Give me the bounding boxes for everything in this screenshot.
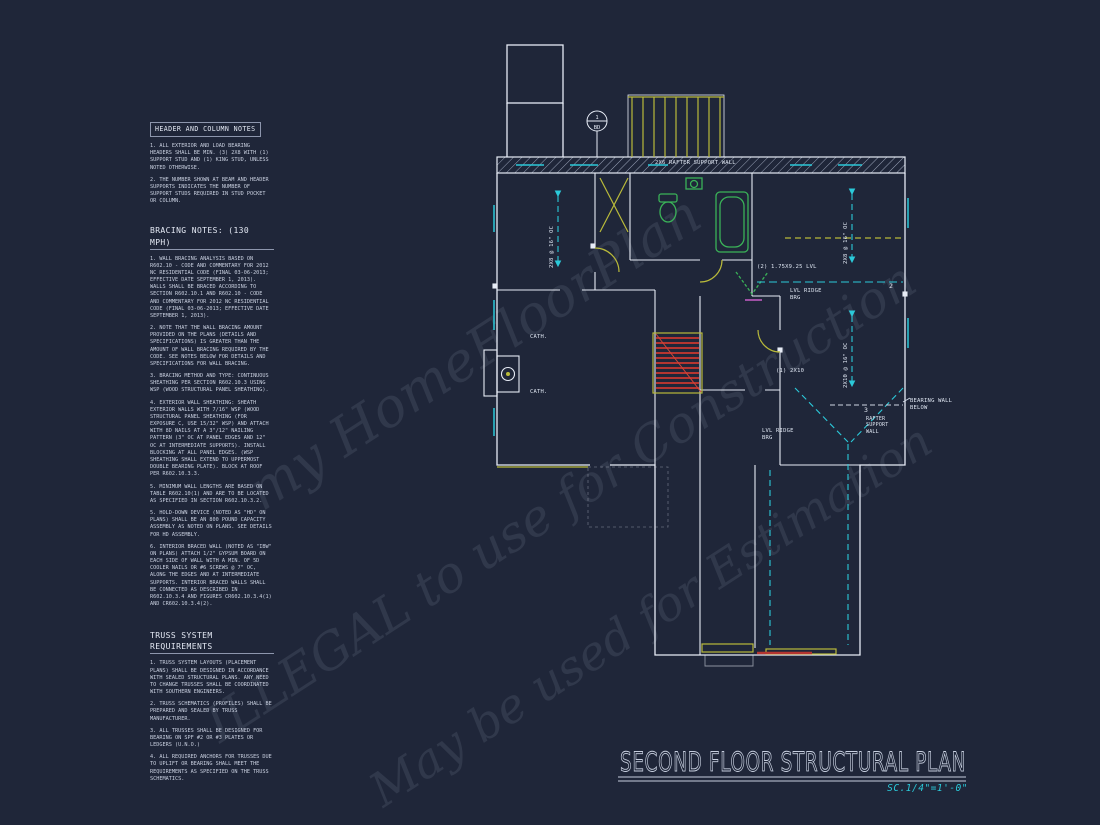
joist-lines (493, 164, 909, 645)
truss-note: 3. ALL TRUSSES SHALL BE DESIGNED FOR BEA… (150, 727, 263, 749)
notes-column: HEADER AND COLUMN NOTES 1. ALL EXTERIOR … (150, 122, 274, 788)
toilet-bowl (659, 201, 677, 223)
door-swing (757, 329, 781, 353)
rafter-support-wall-band (496, 156, 906, 174)
window-sills (493, 198, 909, 436)
stud-count-marker: 2 (889, 282, 893, 290)
truss-note: 4. ALL REQUIRED ANCHORS FOR TRUSSES DUE … (150, 754, 272, 782)
door-swing (594, 247, 620, 273)
truss-requirements-section: TRUSS SYSTEM REQUIREMENTS 1. TRUSS SYSTE… (150, 630, 274, 783)
stairs (655, 333, 812, 655)
bracing-note: 5. MINIMUM WALL LENGTHS ARE BASED ON TAB… (150, 483, 269, 504)
label-joist-right-top: 2x8 @ 16" OC (843, 221, 849, 264)
label-rafter-support-wall: 2x6 RAFTER SUPPORT WALL (655, 160, 736, 166)
scale-note: SC.1/4"=1'-0" (887, 783, 968, 794)
bracing-note: 5. HOLD-DOWN DEVICE (NOTED AS "HD" ON PL… (150, 510, 272, 538)
label-joist-right-mid: 2x10 @ 16" OC (843, 342, 849, 388)
bracing-note: 2. NOTE THAT THE WALL BRACING AMOUNT PRO… (150, 325, 269, 367)
door-swing (699, 259, 723, 283)
sink (685, 177, 703, 190)
label-rafter-support-wall-right: RAFTER SUPPORT WALL (866, 416, 889, 435)
label-single-2x10: (1) 2x10 (776, 368, 805, 374)
bracing-note: 1. WALL BRACING ANALYSIS BASED ON R602.1… (150, 255, 269, 319)
bracing-notes-section: BRACING NOTES: (130 MPH) 1. WALL BRACING… (150, 225, 274, 608)
sink-basin (689, 179, 699, 189)
detail-marker-sheet: BD (594, 125, 601, 131)
header-notes-title: HEADER AND COLUMN NOTES (150, 122, 261, 138)
detail-marker: 1 BD (586, 110, 608, 157)
title-block: SECOND FLOOR STRUCTURAL PLAN (618, 747, 966, 782)
stud-count-marker: 3 (864, 406, 868, 414)
header-column-notes-section: HEADER AND COLUMN NOTES 1. ALL EXTERIOR … (150, 122, 274, 205)
label-bearing-wall-below: BEARING WALL BELOW (910, 398, 953, 411)
sheet-title: SECOND FLOOR STRUCTURAL PLAN (620, 747, 966, 778)
header-note: 2. THE NUMBER SHOWN AT BEAM AND HEADER S… (150, 176, 269, 205)
label-joist-left: 2x8 @ 16" OC (549, 225, 555, 268)
truss-note: 1. TRUSS SYSTEM LAYOUTS (PLACEMENT PLANS… (150, 660, 269, 696)
bearing-wall-below-line (830, 397, 911, 406)
interior-walls (492, 173, 908, 655)
header-note: 1. ALL EXTERIOR AND LOAD BEARING HEADERS… (150, 143, 269, 171)
title-underline (618, 776, 966, 782)
bracing-notes-title: BRACING NOTES: (130 MPH) (150, 225, 274, 250)
bifold-door (599, 177, 629, 233)
label-cathedral-ceiling: CATH. (530, 389, 548, 395)
fireplace (483, 349, 520, 397)
bathroom-fixtures (658, 177, 769, 296)
bathtub (715, 191, 749, 253)
bracing-note: 6. INTERIOR BRACED WALL (NOTED AS "IBW" … (150, 543, 272, 608)
label-lvl-ridge: LVL RIDGE BRG (762, 428, 794, 441)
label-cathedral-ceiling: CATH. (530, 334, 548, 340)
label-lvl-beam: (2) 1.75x9.25 LVL (757, 264, 817, 270)
detail-marker-number: 1 (595, 115, 598, 121)
label-lvl-ridge: LVL RIDGE BRG (790, 288, 822, 301)
toilet-tank (658, 193, 678, 203)
bracing-note: 3. BRACING METHOD AND TYPE: CONTINUOUS S… (150, 373, 269, 394)
attic-access (735, 271, 769, 296)
truss-note: 2. TRUSS SCHEMATICS (PROFILES) SHALL BE … (150, 701, 272, 722)
truss-requirements-title: TRUSS SYSTEM REQUIREMENTS (150, 630, 274, 655)
bracing-note: 4. EXTERIOR WALL SHEATHING: SHEATH EXTER… (150, 399, 269, 478)
